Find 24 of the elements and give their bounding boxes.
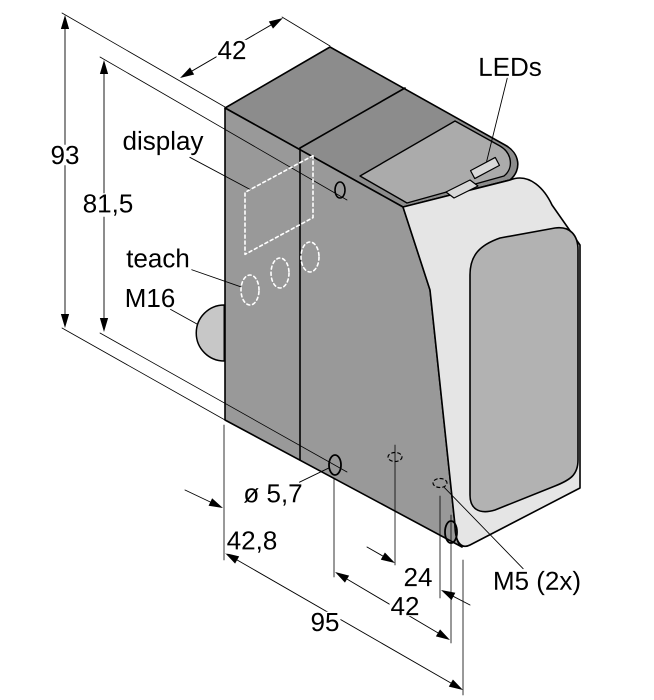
callout-label: teach	[126, 248, 188, 268]
callout-label: M5 (2x)	[495, 570, 580, 596]
dimension-label: 24	[402, 566, 434, 588]
dimension-label: 81,5	[82, 193, 134, 217]
dimension-label: 95	[310, 612, 340, 632]
teach-button	[240, 274, 260, 306]
thread-hole	[432, 478, 448, 488]
leader-line	[444, 486, 524, 570]
callout-label: ø 5,7	[244, 484, 302, 506]
dimension-label: 42	[216, 40, 248, 60]
mounting-hole	[328, 454, 342, 476]
leader-line	[299, 468, 329, 483]
dimension-label: 42,8	[226, 530, 278, 554]
callout-label: M16	[126, 288, 174, 308]
led	[470, 156, 500, 180]
connector	[196, 304, 225, 362]
leader-line	[189, 156, 250, 190]
leader-line	[170, 308, 198, 324]
dimension-label: 93	[50, 144, 80, 166]
leader-line	[191, 269, 241, 288]
display-outline	[244, 154, 314, 256]
dimension-label: 42	[390, 596, 420, 616]
callout-label: LEDs	[480, 58, 541, 76]
callout-label: display	[124, 130, 204, 156]
